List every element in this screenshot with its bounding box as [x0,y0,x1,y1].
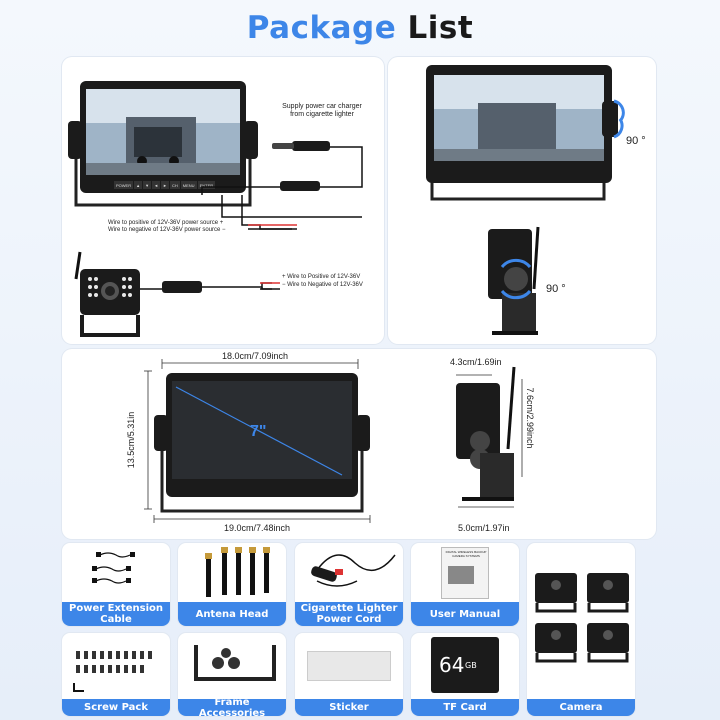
item-label: Screw Pack [62,699,170,716]
monitor-btn-up[interactable]: ▲ [134,181,143,189]
camera-angle-label: 90 ° [546,283,566,295]
tf-card-icon: 64 GB [431,637,499,693]
item-user-manual: DIGITAL WIRELESS BACKUP CAMERA SYSTEMS U… [411,543,519,626]
screen-size-label: 7" [250,423,267,440]
monitor-btn-menu[interactable]: MENU [180,181,197,189]
item-label: Camera [527,699,635,716]
wiring-panel: POWER ▲ ▼ ◄ ► CH MENU ENTER Su [62,57,384,344]
wiring-cables [74,141,363,337]
item-antenna-head: Antena Head [178,543,286,626]
camera-height-label: 7.6cm/2.99inch [525,387,535,449]
rotation-panel: 90 ° 90 ° [388,57,656,344]
camera-side-image [488,226,540,335]
monitor-angle-label: 90 ° [626,135,646,147]
camera-top-width-label: 4.3cm/1.69in [450,357,502,367]
charger-icon [311,554,396,587]
item-camera: Camera [527,543,635,716]
camera-wire-pos-label: + Wire to Positive of 12V-36V [282,274,361,280]
item-screw-pack: Screw Pack [62,633,170,716]
item-label: Power Extension Cable [62,602,170,626]
monitor-front-image [68,81,258,207]
monitor-wire-neg-label: Wire to negative of 12V-36V power source… [108,227,226,233]
monitor-top-width-label: 18.0cm/7.09inch [222,351,289,361]
screw-icon [73,651,152,692]
monitor-buttons: POWER ▲ ▼ ◄ ► CH MENU ENTER [114,181,216,189]
sticker-icon [307,651,391,681]
item-label: User Manual [411,602,519,626]
monitor-btn-right[interactable]: ► [161,181,169,189]
item-cigarette-lighter-cord: Cigarette Lighter Power Cord [295,543,403,626]
monitor-btn-ch[interactable]: CH [170,181,180,189]
monitor-dimension-image [144,359,371,523]
item-label: Antena Head [178,602,286,626]
cable-icon [92,552,135,584]
monitor-bottom-width-label: 19.0cm/7.48inch [224,523,291,533]
item-label: Frame Accessories [178,697,286,716]
page-title: Package List [246,10,474,46]
camera-icon [535,573,629,663]
camera-dimension-image [456,366,523,508]
dimensions-panel: 7" 18.0cm/7.09inch 13.5cm/5.31in 19.0cm/… [62,349,656,539]
monitor-btn-power[interactable]: POWER [114,181,134,189]
item-tf-card: 64 GB TF Card [411,633,519,716]
monitor-btn-enter[interactable]: ENTER [197,181,216,189]
charger-label: Supply power car charger from cigarette … [282,103,362,118]
item-frame-accessories: Frame Accessories [178,633,286,716]
manual-icon: DIGITAL WIRELESS BACKUP CAMERA SYSTEMS [441,547,489,599]
camera-bottom-width-label: 5.0cm/1.97in [458,523,510,533]
monitor-btn-left[interactable]: ◄ [152,181,161,189]
item-label: TF Card [411,699,519,716]
camera-wire-neg-label: − Wire to Negative of 12V-36V [282,282,363,288]
monitor-wire-pos-label: Wire to positive of 12V-36V power source… [108,220,224,226]
monitor-btn-down[interactable]: ▼ [143,181,152,189]
item-label: Sticker [295,699,403,716]
bracket-icon [194,645,276,681]
antenna-icon [205,547,270,597]
item-sticker: Sticker [295,633,403,716]
item-power-extension-cable: Power Extension Cable [62,543,170,626]
monitor-angle-image [426,65,625,201]
item-label: Cigarette Lighter Power Cord [295,602,403,626]
